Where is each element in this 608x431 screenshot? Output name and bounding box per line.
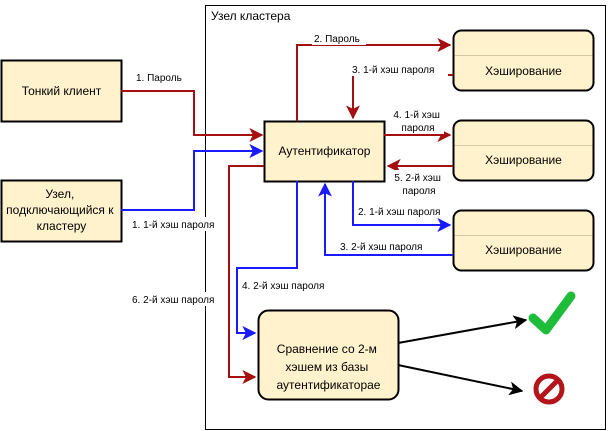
edge-hash3-to-auth [318, 182, 453, 256]
check-icon [528, 291, 576, 335]
edge-label-2-password: 2. Пароль [312, 31, 366, 45]
edge-auth-to-compare-blue [236, 181, 298, 340]
edge-label-1-password: 1. Пароль [134, 70, 188, 84]
authenticator-box [263, 120, 386, 183]
hash-box-3-label: Хэширование [485, 243, 562, 257]
compare-label: Сравнение со 2-м хэшем из базы аутентифи… [277, 342, 381, 392]
edge-label-5-second-hash: 5. 2-й хэш пароля [392, 170, 446, 197]
svg-text:1. Пароль: 1. Пароль [136, 73, 182, 84]
edge-thin-to-auth [121, 90, 264, 142]
cluster-title: Узел кластера [211, 9, 291, 23]
joining-node-box [0, 179, 123, 243]
svg-text:3. 2-й хэш пароля: 3. 2-й хэш пароля [340, 242, 422, 253]
compare-box [257, 309, 400, 401]
svg-text:1. 1-й хэш пароля: 1. 1-й хэш пароля [132, 220, 214, 231]
hash-box-2 [452, 119, 595, 182]
edge-compare-to-success [397, 315, 528, 344]
edge-auth-to-compare-red [228, 165, 264, 384]
thin-client-box [0, 59, 123, 123]
edge-compare-to-failure [397, 364, 524, 396]
edge-label-6-second-hash: 6. 2-й хэш пароля [130, 292, 226, 306]
edge-node-to-auth [121, 144, 264, 211]
svg-text:4. 2-й хэш пароля: 4. 2-й хэш пароля [242, 281, 324, 292]
joining-node-label: Узел, подключающийся к кластеру [6, 187, 117, 233]
prohibited-icon [533, 373, 565, 405]
edge-label-4-second-hash: 4. 2-й хэш пароля [240, 278, 336, 292]
edge-auth-to-hash3 [352, 181, 452, 232]
svg-text:6. 2-й хэш пароля: 6. 2-й хэш пароля [132, 295, 214, 306]
edge-label-2-first-hash: 2. 1-й хэш пароля [356, 204, 452, 218]
svg-text:4. 1-й хэш пароля: 4. 1-й хэш пароля [393, 110, 442, 134]
edge-label-3-second-hash: 3. 2-й хэш пароля [338, 239, 438, 253]
hash-box-3 [452, 209, 595, 272]
edge-label-4-first-hash: 4. 1-й хэш пароля [392, 107, 444, 134]
authenticator-label: Аутентификатор [279, 144, 371, 158]
hash-box-1 [452, 29, 595, 92]
hash-box-1-label: Хэширование [485, 64, 562, 78]
edge-auth-to-hash1 [296, 38, 452, 121]
svg-text:2. Пароль: 2. Пароль [314, 34, 360, 45]
edge-label-1-first-hash: 1. 1-й хэш пароля [130, 217, 224, 231]
edge-label-3-first-hash: 3. 1-й хэш пароля [350, 62, 448, 76]
svg-text:2. 1-й хэш пароля: 2. 1-й хэш пароля [358, 207, 440, 218]
svg-text:5. 2-й хэш пароля: 5. 2-й хэш пароля [394, 173, 443, 197]
thin-client-label: Тонкий клиент [22, 84, 102, 98]
svg-text:3. 1-й хэш пароля: 3. 1-й хэш пароля [352, 65, 434, 76]
hash-box-2-label: Хэширование [485, 153, 562, 167]
